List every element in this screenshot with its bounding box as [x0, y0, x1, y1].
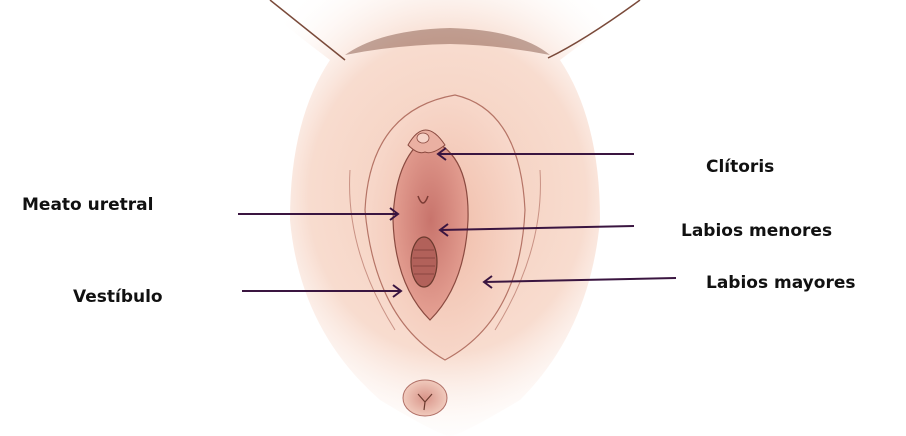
- label-clitoris: Clítoris: [706, 157, 774, 177]
- label-vestibulo: Vestíbulo: [73, 287, 163, 307]
- clitoris-glans: [417, 133, 429, 143]
- label-labios-mayores: Labios mayores: [706, 273, 855, 293]
- label-meato-uretral: Meato uretral: [22, 195, 153, 215]
- label-labios-menores: Labios menores: [681, 221, 832, 241]
- anus: [403, 380, 447, 416]
- vaginal-opening: [411, 237, 437, 287]
